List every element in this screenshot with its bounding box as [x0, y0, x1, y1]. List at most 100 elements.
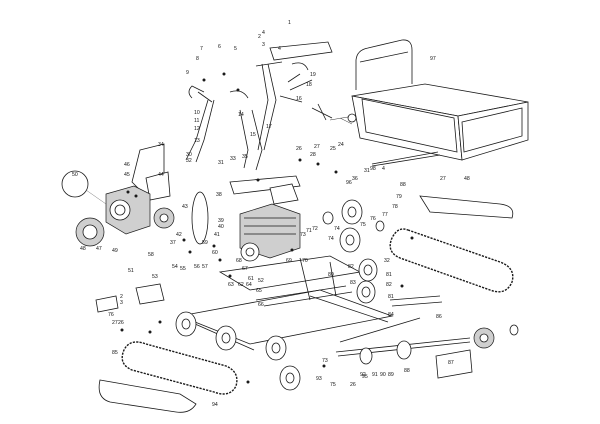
part-label-52: 52: [258, 278, 264, 284]
part-label-74: 74: [328, 236, 334, 242]
part-label-80: 80: [328, 272, 334, 278]
part-label-14: 14: [238, 112, 244, 118]
part-label-46: 46: [124, 162, 130, 168]
part-label-73: 73: [300, 232, 306, 238]
part-label-69: 69: [286, 258, 292, 264]
part-label-64: 64: [246, 282, 252, 288]
part-label-47: 47: [96, 246, 102, 252]
part-label-9: 9: [186, 70, 189, 76]
part-label-70: 70: [302, 258, 308, 264]
part-label-32: 32: [186, 158, 192, 164]
part-label-86: 86: [436, 314, 442, 320]
part-label-67: 67: [242, 266, 248, 272]
part-label-34: 34: [158, 142, 164, 148]
part-label-30: 30: [186, 152, 192, 158]
part-label-78: 78: [392, 204, 398, 210]
part-label-62: 62: [238, 282, 244, 288]
part-label-63: 63: [228, 282, 234, 288]
part-label-82: 82: [348, 264, 354, 270]
part-label-31: 31: [364, 168, 370, 174]
left-track: [98, 341, 238, 413]
part-label-88: 88: [400, 182, 406, 188]
part-label-68: 68: [236, 258, 242, 264]
part-label-54: 54: [172, 264, 178, 270]
part-label-66: 66: [258, 302, 264, 308]
part-label-57: 57: [202, 264, 208, 270]
part-label-44: 44: [158, 172, 164, 178]
part-label-8: 8: [196, 56, 199, 62]
part-label-58: 58: [148, 252, 154, 258]
part-label-41: 41: [214, 232, 220, 238]
part-label-74: 74: [334, 226, 340, 232]
part-label-73: 73: [322, 358, 328, 364]
part-label-89: 89: [388, 372, 394, 378]
part-label-19: 19: [310, 72, 316, 78]
drive-sprockets: [75, 207, 495, 349]
part-label-3: 3: [120, 300, 123, 306]
part-label-83: 83: [350, 280, 356, 286]
part-label-48: 48: [464, 176, 470, 182]
part-label-24: 24: [338, 142, 344, 148]
part-label-77: 77: [382, 212, 388, 218]
part-label-17: 17: [266, 124, 272, 130]
right-track: [389, 195, 514, 293]
part-label-4: 4: [262, 30, 265, 36]
part-label-49: 49: [112, 248, 118, 254]
part-label-61: 61: [248, 276, 254, 282]
part-label-84: 84: [388, 312, 394, 318]
part-label-91: 91: [372, 372, 378, 378]
part-label-97: 97: [430, 56, 436, 62]
part-label-26: 26: [296, 146, 302, 152]
part-label-6: 6: [218, 44, 221, 50]
part-label-15: 15: [250, 132, 256, 138]
part-label-93: 93: [316, 376, 322, 382]
part-label-27: 27: [112, 320, 118, 326]
dump-bed: [329, 39, 529, 167]
part-label-90: 90: [380, 372, 386, 378]
part-label-25: 25: [330, 146, 336, 152]
part-label-85: 85: [112, 350, 118, 356]
part-label-71: 71: [306, 228, 312, 234]
part-label-13: 13: [194, 138, 200, 144]
part-label-65: 65: [256, 288, 262, 294]
part-label-3: 3: [262, 42, 265, 48]
part-label-42: 42: [176, 232, 182, 238]
part-label-81: 81: [386, 272, 392, 278]
part-label-1: 1: [288, 20, 291, 26]
part-label-60: 60: [212, 250, 218, 256]
transmission: [61, 170, 151, 235]
engine: [239, 183, 301, 262]
part-label-75: 75: [360, 222, 366, 228]
part-label-4: 4: [382, 166, 385, 172]
part-label-94: 94: [212, 402, 218, 408]
part-label-38: 38: [216, 192, 222, 198]
part-label-72: 72: [312, 226, 318, 232]
part-label-18: 18: [306, 82, 312, 88]
part-label-2: 2: [120, 294, 123, 300]
road-wheels: [175, 199, 385, 391]
part-label-50: 50: [72, 172, 78, 178]
part-label-59: 59: [202, 240, 208, 246]
part-label-81: 81: [388, 294, 394, 300]
part-label-87: 87: [448, 360, 454, 366]
part-label-75: 75: [330, 382, 336, 388]
part-label-11: 11: [194, 118, 199, 124]
part-label-27: 27: [314, 144, 320, 150]
part-label-37: 37: [170, 240, 176, 246]
part-label-79: 79: [396, 194, 402, 200]
part-label-82: 82: [386, 282, 392, 288]
part-label-96: 96: [346, 180, 352, 186]
part-label-56: 56: [194, 264, 200, 270]
handle-assembly: [185, 41, 333, 171]
part-label-4: 4: [278, 46, 281, 52]
part-label-7: 7: [200, 46, 203, 52]
part-label-95: 95: [362, 374, 368, 380]
part-label-76: 76: [108, 312, 114, 318]
part-label-48: 48: [80, 246, 86, 252]
part-label-32: 32: [384, 258, 390, 264]
part-label-45: 45: [124, 172, 130, 178]
part-label-26: 26: [118, 320, 124, 326]
part-label-40: 40: [218, 224, 224, 230]
